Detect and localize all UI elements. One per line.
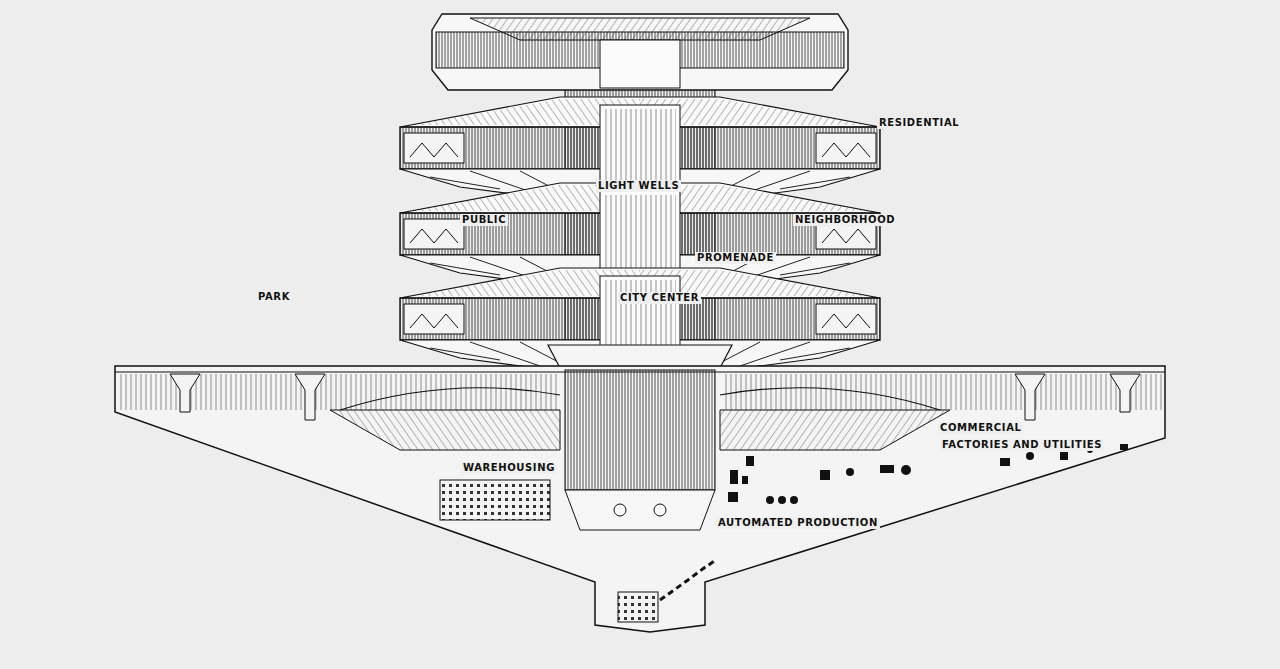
zone-label: CITY CENTER <box>618 292 701 304</box>
zone-label: LIGHT WELLS <box>596 180 681 192</box>
base-structure <box>115 366 1165 632</box>
zone-label: COMMERCIAL <box>938 422 1023 434</box>
top-tier <box>432 14 848 90</box>
zone-label: PARK <box>256 291 292 303</box>
promenade-tier <box>400 268 880 370</box>
city-center-collar <box>548 345 732 368</box>
zone-label: WAREHOUSING <box>461 462 557 474</box>
zone-label: PROMENADE <box>695 252 776 264</box>
zone-label: RESIDENTIAL <box>877 117 961 129</box>
zone-label: NEIGHBORHOOD <box>793 214 897 226</box>
zone-label: FACTORIES AND UTILITIES <box>940 439 1104 451</box>
zone-label: AUTOMATED PRODUCTION <box>716 517 880 529</box>
zone-label: PUBLIC <box>460 214 508 226</box>
residential-tier <box>400 97 880 199</box>
